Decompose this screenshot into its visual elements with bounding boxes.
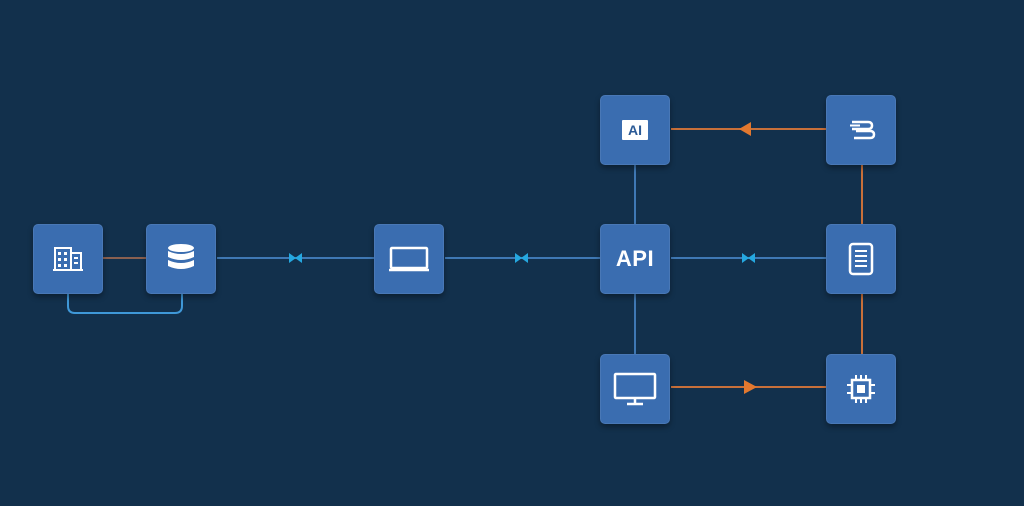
arrow-monitor-processor (744, 380, 757, 394)
gateway-node[interactable] (374, 224, 444, 294)
source-node[interactable] (33, 224, 103, 294)
building-icon (53, 247, 83, 271)
arrow-storage-ai (739, 122, 751, 136)
disks-icon (850, 120, 876, 140)
marker-api-server (742, 253, 755, 263)
screen-icon (389, 246, 429, 272)
link-source-database-loop (67, 293, 183, 314)
server-node[interactable] (826, 224, 896, 294)
storage-node[interactable] (826, 95, 896, 165)
ai-node[interactable]: AI (600, 95, 670, 165)
ai-icon: AI (622, 120, 648, 140)
database-icon (168, 244, 194, 269)
monitor-node[interactable] (600, 354, 670, 424)
processor-node[interactable] (826, 354, 896, 424)
marker-database-gateway (289, 253, 302, 263)
database-node[interactable] (146, 224, 216, 294)
api-node[interactable]: API (600, 224, 670, 294)
marker-gateway-api (515, 253, 528, 263)
monitor-icon (613, 372, 657, 406)
server-icon (848, 242, 874, 276)
api-label: API (615, 246, 655, 271)
chip-icon (847, 375, 875, 403)
